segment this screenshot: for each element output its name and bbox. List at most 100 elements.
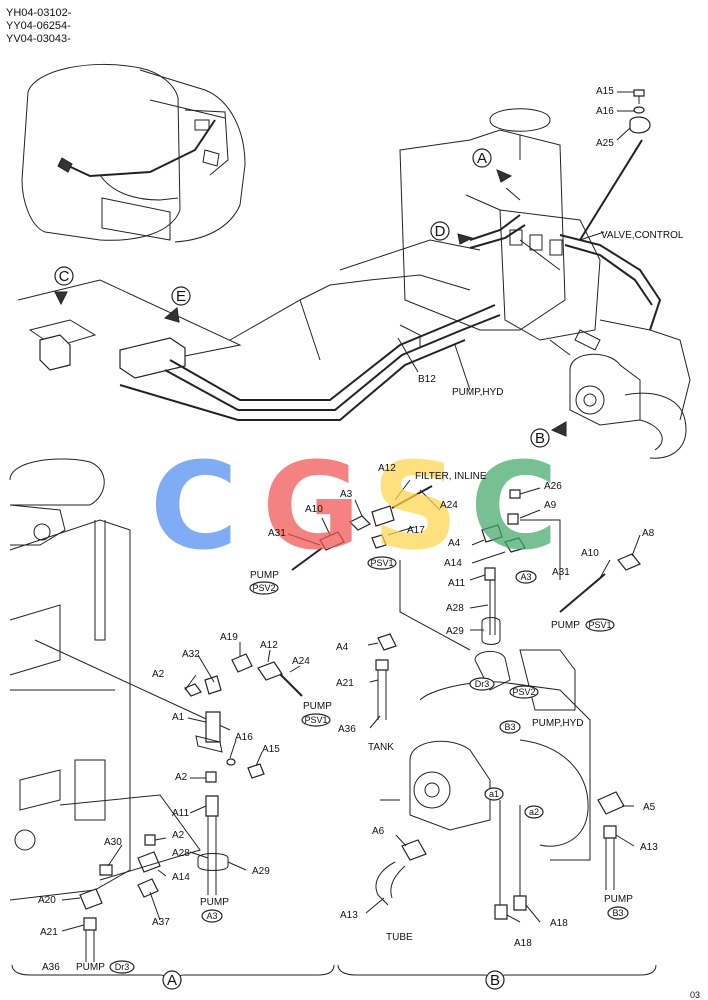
label-a15-top: A15 — [596, 86, 614, 97]
label-a18-1: A18 — [550, 918, 568, 929]
label-a2-3: A2 — [172, 830, 185, 841]
label-b12: B12 — [418, 374, 436, 385]
leader-lines — [61, 187, 641, 932]
label-a1: A1 — [172, 712, 185, 723]
watermark-letter-g: G — [262, 438, 361, 577]
label-pump-2: PUMP — [551, 620, 580, 631]
clamp-bolt-assembly — [579, 89, 651, 241]
label-a36-right: A36 — [338, 724, 356, 735]
tag-psv1-right: PSV1 — [588, 620, 611, 630]
label-a15-left: A15 — [262, 744, 280, 755]
label-a14-left: A14 — [172, 872, 190, 883]
callout-a-top: A — [477, 150, 487, 167]
label-a11-mid: A11 — [448, 578, 465, 589]
callout-e: E — [176, 288, 186, 305]
label-a14-mid: A14 — [444, 558, 462, 569]
part-labels: A15 A16 A25 VALVE,CONTROL B12 PUMP,HYD F… — [38, 86, 684, 973]
label-pump-3: PUMP — [303, 701, 332, 712]
label-a19: A19 — [220, 632, 238, 643]
label-a2-1: A2 — [152, 669, 165, 680]
label-a12-mid: A12 — [378, 463, 396, 474]
label-a11-left: A11 — [172, 808, 189, 819]
label-a37: A37 — [152, 917, 170, 928]
serial-line-1: YH04-03102- — [6, 7, 72, 19]
section-a-parts — [59, 653, 303, 962]
label-a4-right: A4 — [336, 642, 349, 653]
label-a36-left: A36 — [42, 962, 60, 973]
tag-b3-bottom: B3 — [612, 908, 623, 918]
label-a4-mid: A4 — [448, 538, 461, 549]
tag-a3-mid: A3 — [520, 572, 531, 582]
tag-a2-small: a2 — [529, 807, 539, 817]
tag-a1-small: a1 — [489, 789, 499, 799]
section-b-parts — [375, 633, 625, 920]
label-a21-left: A21 — [40, 927, 58, 938]
label-a20: A20 — [38, 895, 56, 906]
label-a21-right: A21 — [336, 678, 354, 689]
tag-psv2-mid: PSV2 — [252, 583, 275, 593]
label-tank: TANK — [368, 742, 394, 753]
circled-callouts: A D C E B A B — [54, 148, 550, 990]
engine-block-left — [9, 458, 231, 901]
hose-routing-left — [17, 239, 501, 421]
label-a29-mid: A29 — [446, 626, 464, 637]
label-a6: A6 — [372, 826, 385, 837]
serial-line-3: YV04-03043- — [6, 33, 71, 45]
label-pump-1: PUMP — [250, 570, 279, 581]
label-a24-mid: A24 — [440, 500, 458, 511]
label-pump-6: PUMP — [604, 894, 633, 905]
label-a18-2: A18 — [514, 938, 532, 949]
label-a30: A30 — [104, 837, 122, 848]
serial-line-2: YY04-06254- — [6, 20, 71, 32]
machine-overview — [21, 63, 246, 243]
oval-tags: PSV2 PSV1 A3 PSV1 PSV1 Dr3 PSV2 B3 a1 a2… — [109, 556, 629, 974]
tag-psv1-left: PSV1 — [304, 715, 327, 725]
callout-b-bottom: B — [490, 972, 500, 989]
label-a9: A9 — [544, 500, 557, 511]
filter-inline-cluster — [291, 485, 471, 651]
label-a24-left: A24 — [292, 656, 310, 667]
callout-c: C — [59, 268, 70, 285]
callout-d: D — [435, 223, 446, 240]
label-pump-hyd-right: PUMP,HYD — [532, 718, 584, 729]
tag-b3-right: B3 — [504, 722, 515, 732]
label-a13-right: A13 — [640, 842, 658, 853]
label-a2-2: A2 — [175, 772, 188, 783]
watermark-letter-c1: C — [150, 438, 238, 577]
label-a32: A32 — [182, 649, 200, 660]
label-a8: A8 — [642, 528, 655, 539]
label-a17: A17 — [407, 525, 425, 536]
callout-arrows — [54, 169, 567, 437]
label-a3-mid: A3 — [340, 489, 353, 500]
label-a12-left: A12 — [260, 640, 278, 651]
tag-a3-left: A3 — [206, 911, 217, 921]
tag-dr3-right: Dr3 — [475, 679, 490, 689]
tag-psv2-right: PSV2 — [512, 687, 535, 697]
label-a10-right: A10 — [581, 548, 599, 559]
label-pump-5: PUMP — [76, 962, 105, 973]
label-a26: A26 — [544, 481, 562, 492]
tag-psv1-mid: PSV1 — [370, 558, 393, 568]
label-a16-top: A16 — [596, 106, 614, 117]
label-a10-mid: A10 — [305, 504, 323, 515]
label-a31-right: A31 — [552, 567, 570, 578]
watermark-letter-c2: C — [470, 438, 558, 577]
watermark: C G S C — [150, 438, 558, 577]
page-number: 03 — [690, 990, 700, 1000]
label-a31-mid: A31 — [268, 528, 286, 539]
label-tube: TUBE — [386, 932, 413, 943]
label-pump-4: PUMP — [200, 897, 229, 908]
label-a28-left: A28 — [172, 848, 190, 859]
pump-fittings-cluster — [481, 489, 641, 645]
watermark-letter-s: S — [372, 438, 458, 577]
section-brackets — [11, 964, 657, 985]
label-a5: A5 — [643, 802, 656, 813]
label-pump-hyd-top: PUMP,HYD — [452, 387, 504, 398]
label-a13-left: A13 — [340, 910, 358, 921]
tag-dr3-left: Dr3 — [115, 962, 130, 972]
label-filter-inline: FILTER, INLINE — [415, 471, 487, 482]
label-a16-left: A16 — [235, 732, 253, 743]
callout-b-top: B — [535, 430, 545, 447]
control-valve-assembly — [399, 108, 691, 459]
